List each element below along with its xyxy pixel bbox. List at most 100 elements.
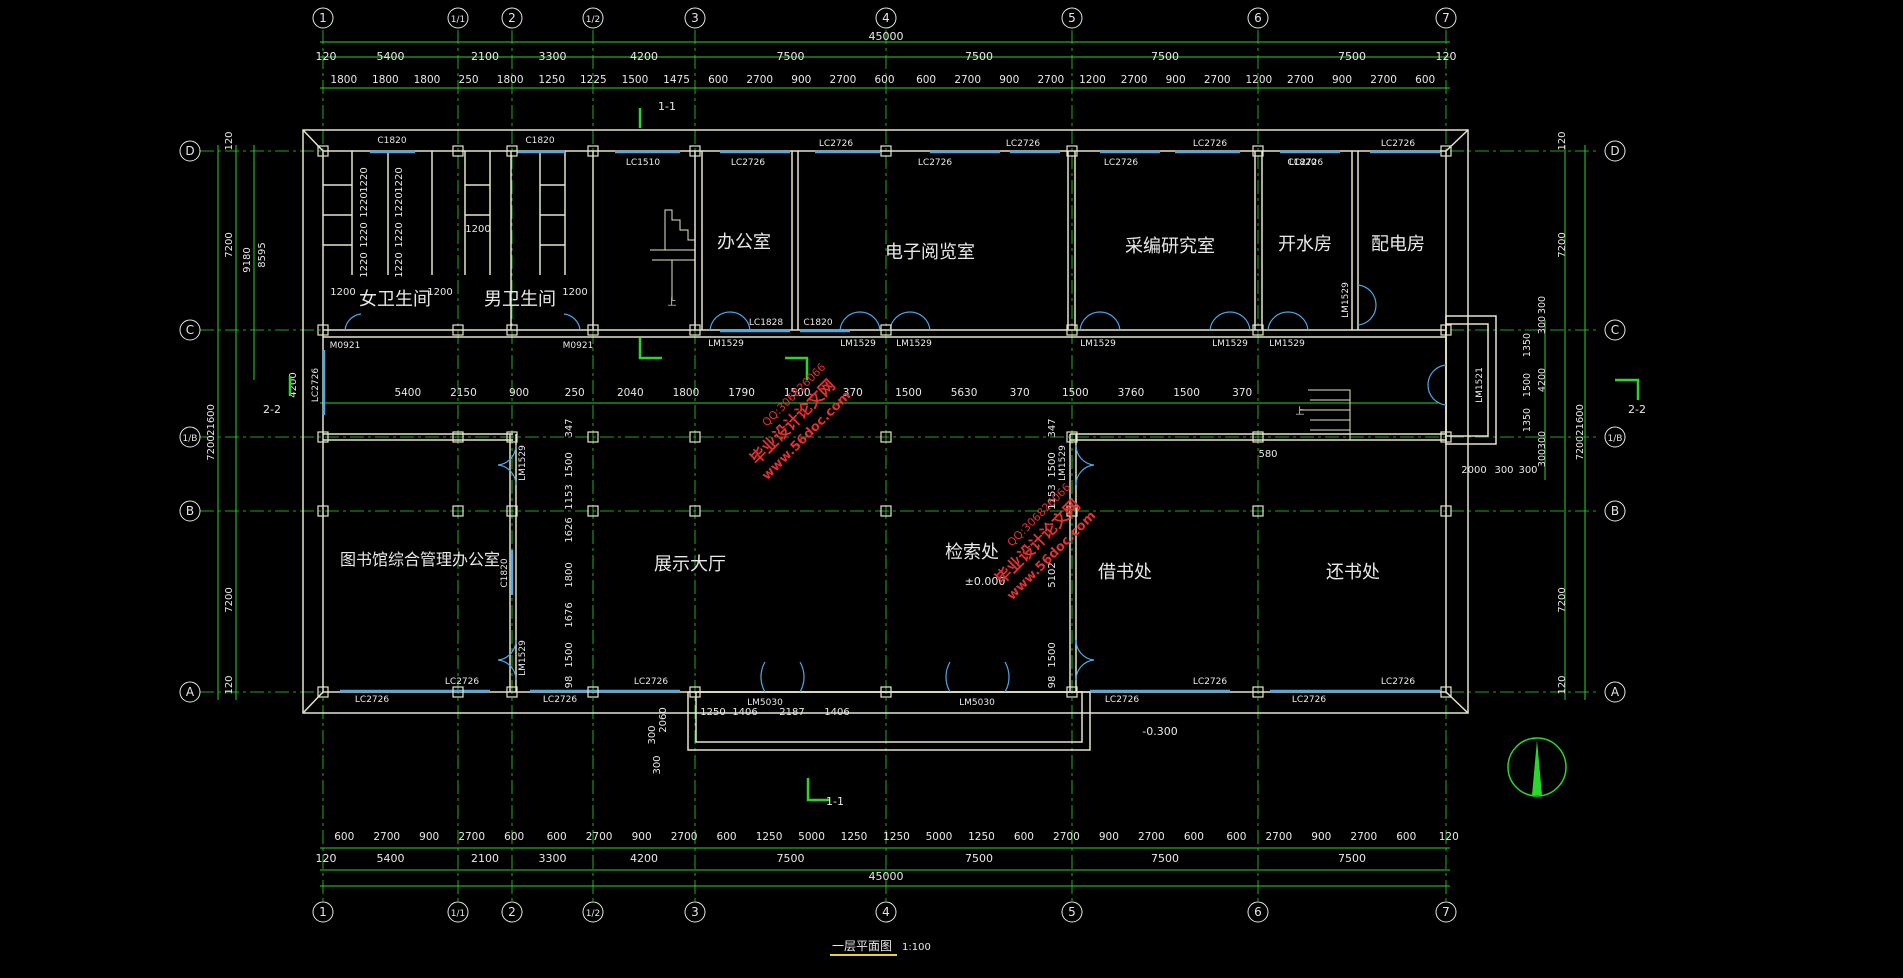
dim-corridor: 1500	[1173, 387, 1200, 399]
dim-top_minor: 600	[916, 74, 936, 86]
axis-label-h: C	[1611, 323, 1619, 337]
section-label: 2-2	[1628, 403, 1646, 416]
dim-bottom_minor: 1250	[883, 831, 910, 843]
dim-entrance: 1406	[732, 707, 757, 718]
dim-bottom_minor: 900	[419, 831, 439, 843]
dim-top-major: 120	[316, 50, 337, 63]
dim-bottom_minor: 5000	[926, 831, 953, 843]
dim-corridor: 2040	[617, 387, 644, 399]
elevation-outside: -0.300	[1142, 725, 1177, 738]
dim-toilet-stall: 1220	[359, 222, 370, 247]
window-label: C1820	[500, 558, 510, 587]
door-label: LM1529	[1212, 339, 1248, 349]
axis-label-v: 5	[1068, 11, 1076, 25]
door-label: LM1529	[1269, 339, 1305, 349]
dim-entrance: 300	[647, 725, 658, 744]
room-label: 办公室	[717, 232, 771, 253]
dim-top_minor: 900	[1166, 74, 1186, 86]
dim-entrance: 300	[652, 755, 663, 774]
dim-top_minor: 1800	[330, 74, 357, 86]
dim-top-major: 5400	[377, 50, 405, 63]
dim-right-extra: 300	[1537, 449, 1548, 467]
room-label: 女卫生间	[359, 289, 431, 310]
door-label: LM1521	[1475, 367, 1485, 403]
window-label-bottom: LC2726	[543, 695, 577, 705]
dim-bottom_minor: 2700	[1350, 831, 1377, 843]
axis-label-v: 1/1	[451, 15, 465, 25]
axis-label-h: A	[1611, 685, 1620, 699]
dim-bottom-major: 120	[316, 852, 337, 865]
axis-label-v: 5	[1068, 905, 1076, 919]
dim-bottom_minor: 600	[504, 831, 524, 843]
section-label: 2-2	[263, 403, 281, 416]
dim-top_minor: 1475	[663, 74, 690, 86]
axis-label-h: C	[186, 323, 194, 337]
dim-entrance: 2187	[779, 707, 804, 718]
dim-top_minor: 1800	[497, 74, 524, 86]
dim-stair-right: 580	[1258, 449, 1277, 460]
dim-toilet-stall: 1220	[394, 222, 405, 247]
dim-bottom_minor: 2700	[458, 831, 485, 843]
dim-corridor: 370	[1010, 387, 1030, 399]
dim-bottom-major: 7500	[1151, 852, 1179, 865]
dim-stair-right: 300	[1494, 465, 1513, 476]
dim-right-extra: 300	[1537, 316, 1548, 334]
dim-bottom-major: 7500	[965, 852, 993, 865]
north-arrow-icon	[1507, 737, 1567, 797]
section-markers	[288, 108, 1640, 802]
dim-toilet-stall: 1220	[359, 192, 370, 217]
dim-column-seg-2: 1500	[1047, 452, 1058, 477]
window-label-bottom: LC2726	[1381, 677, 1415, 687]
dim-column-seg-2: 98	[1047, 676, 1058, 689]
dim-top-major: 4200	[630, 50, 658, 63]
dim-top_minor: 1800	[414, 74, 441, 86]
window-label: LC2726	[918, 158, 952, 168]
door-label: M0921	[330, 341, 361, 351]
dim-corridor: 900	[509, 387, 529, 399]
dim-top_minor: 1225	[580, 74, 607, 86]
dim-left-bay: 120	[224, 675, 235, 694]
axis-label-h: D	[1610, 144, 1619, 158]
dim-left-bay: 120	[224, 131, 235, 150]
dim-entrance: 1250	[700, 707, 725, 718]
dim-top_minor: 250	[459, 74, 479, 86]
dim-toilet-stall: 1220	[394, 192, 405, 217]
dim-top_minor: 2700	[954, 74, 981, 86]
dim-top_minor: 2700	[1204, 74, 1231, 86]
dim-top-major: 7500	[777, 50, 805, 63]
door-label: LM1529	[896, 339, 932, 349]
window-label-bottom: LC2726	[445, 677, 479, 687]
dim-column-seg-2: 347	[1047, 418, 1058, 437]
dim-top_minor: 1200	[1079, 74, 1106, 86]
axis-label-v: 7	[1442, 905, 1450, 919]
dim-top-major: 7500	[1338, 50, 1366, 63]
room-label: 还书处	[1326, 562, 1380, 583]
axis-label-h: D	[185, 144, 194, 158]
room-label: 男卫生间	[484, 289, 556, 310]
dim-column-seg: 1153	[564, 484, 575, 509]
dim-top_minor: 2700	[746, 74, 773, 86]
dim-bottom_minor: 1250	[841, 831, 868, 843]
dim-column-seg: 1500	[564, 642, 575, 667]
window-label: LC2726	[731, 158, 765, 168]
window-label-bottom: LC2726	[355, 695, 389, 705]
dim-bottom_minor: 2700	[1138, 831, 1165, 843]
dim-bottom_minor: 600	[1396, 831, 1416, 843]
door-label: LM1529	[1080, 339, 1116, 349]
dim-right-extra: 1500	[1522, 373, 1533, 397]
dim-column-seg-2: 1500	[1047, 642, 1058, 667]
dim-column-seg: 1626	[564, 517, 575, 542]
dim-bottom_minor: 120	[1439, 831, 1459, 843]
dim-column-seg: 98	[564, 676, 575, 689]
dim-toilet-stall: 1220	[394, 252, 405, 277]
window-label: LC2726	[1193, 139, 1227, 149]
dim-corridor: 370	[1232, 387, 1252, 399]
door-label: LM1529	[1341, 282, 1351, 318]
dim-bottom-major: 7500	[777, 852, 805, 865]
dim-bottom_minor: 600	[1014, 831, 1034, 843]
dim-top-major: 7500	[965, 50, 993, 63]
window-label-bottom: LC2726	[1193, 677, 1227, 687]
axis-label-v: 4	[882, 905, 890, 919]
dim-bottom_minor: 1250	[756, 831, 783, 843]
